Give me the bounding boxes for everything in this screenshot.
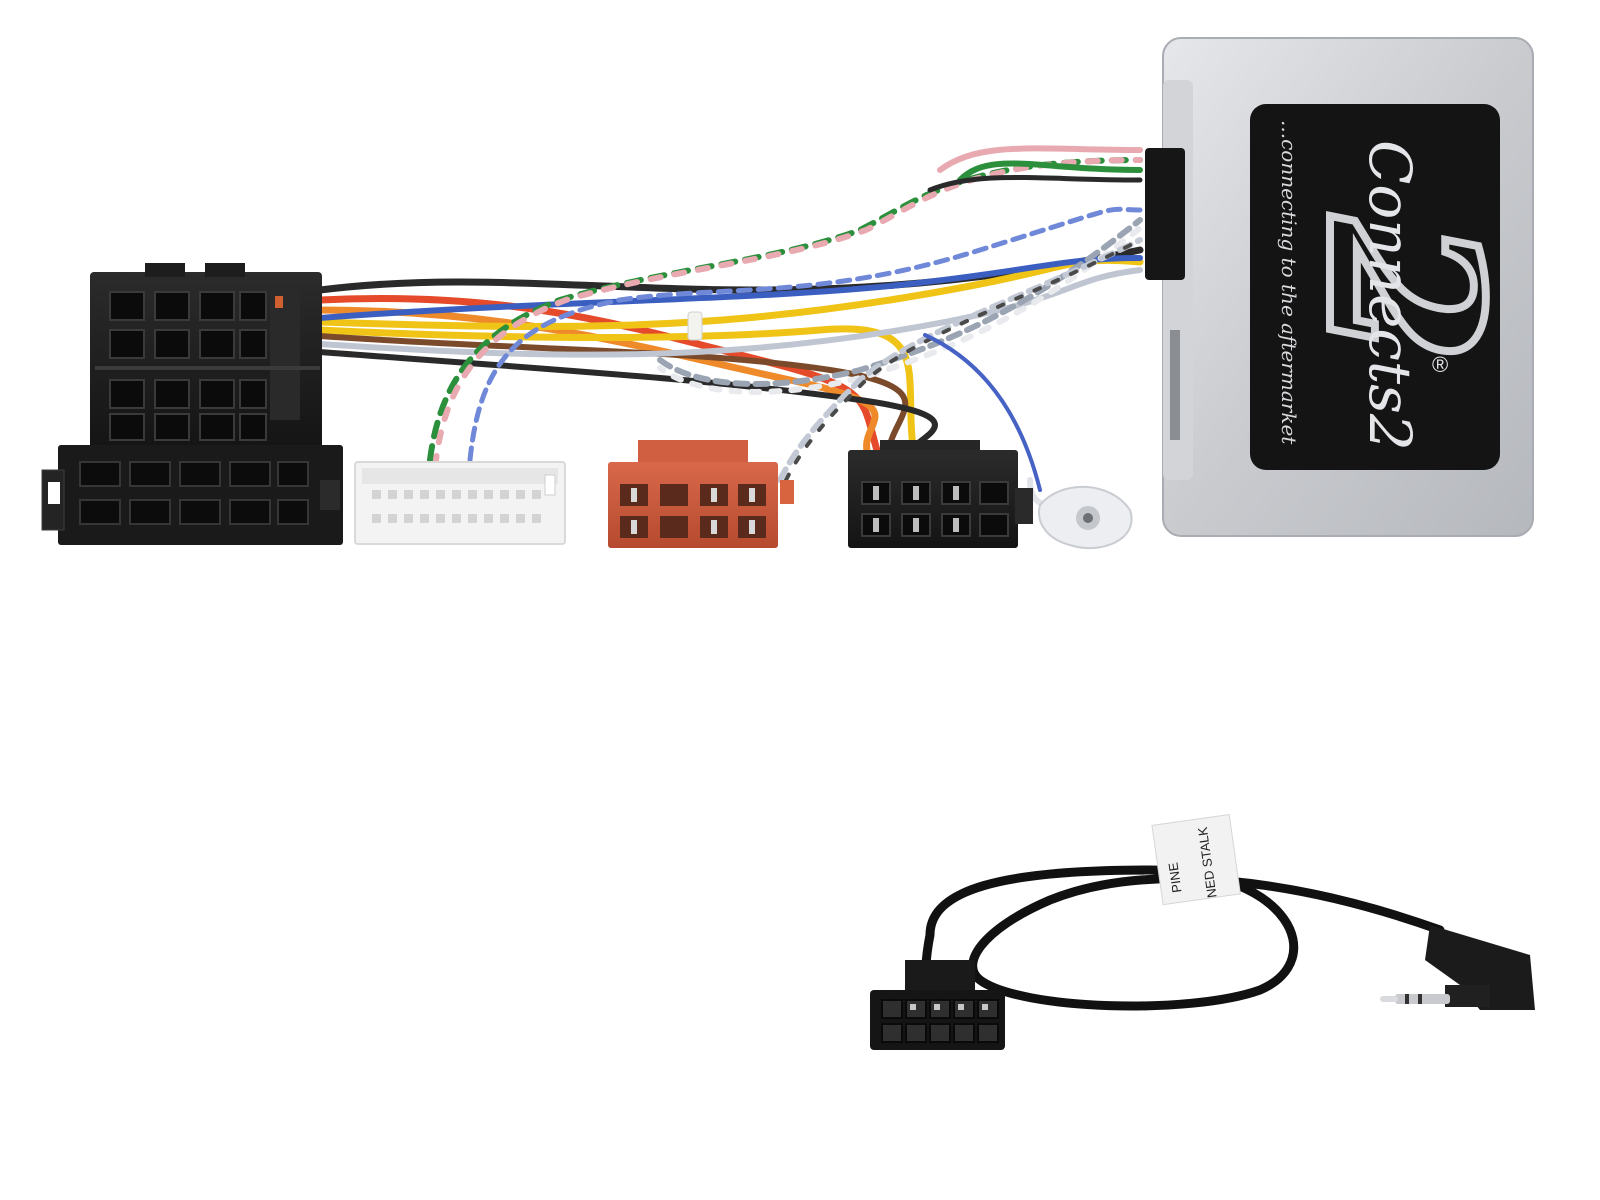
wire-grey [317,267,1143,358]
iso-connector-orange [608,440,794,548]
brand-logo: 2 Connects2 ...connecting to the afterma… [1276,120,1531,451]
interface-module: 2 Connects2 ...connecting to the afterma… [1145,37,1534,537]
wire-green-2 [957,160,1143,183]
white-multipin-connector [354,461,566,545]
lead-cable [925,865,1445,1011]
wire-black-twist-3 [784,238,1142,482]
module-wire-plug [1145,148,1185,280]
wire-pink-2 [937,145,1143,173]
iso-connector-black [41,263,343,545]
logo-numeral: 2 [1280,215,1527,363]
iso-pin-grid-top [109,291,267,441]
brand-name: Connects2 [1356,140,1424,451]
antenna-plug [1038,485,1133,550]
wire-black-3 [927,175,1143,193]
iso-connector-black-small [848,440,1033,548]
tagline: ...connecting to the aftermarket [1277,120,1301,445]
cable-tag: PINE NED STALK [1151,814,1241,906]
jack-lead: PINE NED STALK [870,814,1535,1050]
molex-connector [870,960,1005,1050]
wire-yellow-2 [316,325,919,464]
wire-pink-twist [433,157,1143,463]
cable-tie [687,311,703,341]
cable-tag-line1: PINE [1165,861,1184,893]
registered-mark: ® [1432,352,1448,377]
jack-plug-3-5mm [1380,925,1535,1010]
logo-panel [1250,104,1500,470]
wire-blue [317,255,1143,321]
wire-black-2 [317,349,938,463]
wire-orange [316,306,879,464]
wire-antenna-blue [923,333,1042,492]
wire-harness [316,145,1144,508]
wire-blue-white [467,206,1143,463]
